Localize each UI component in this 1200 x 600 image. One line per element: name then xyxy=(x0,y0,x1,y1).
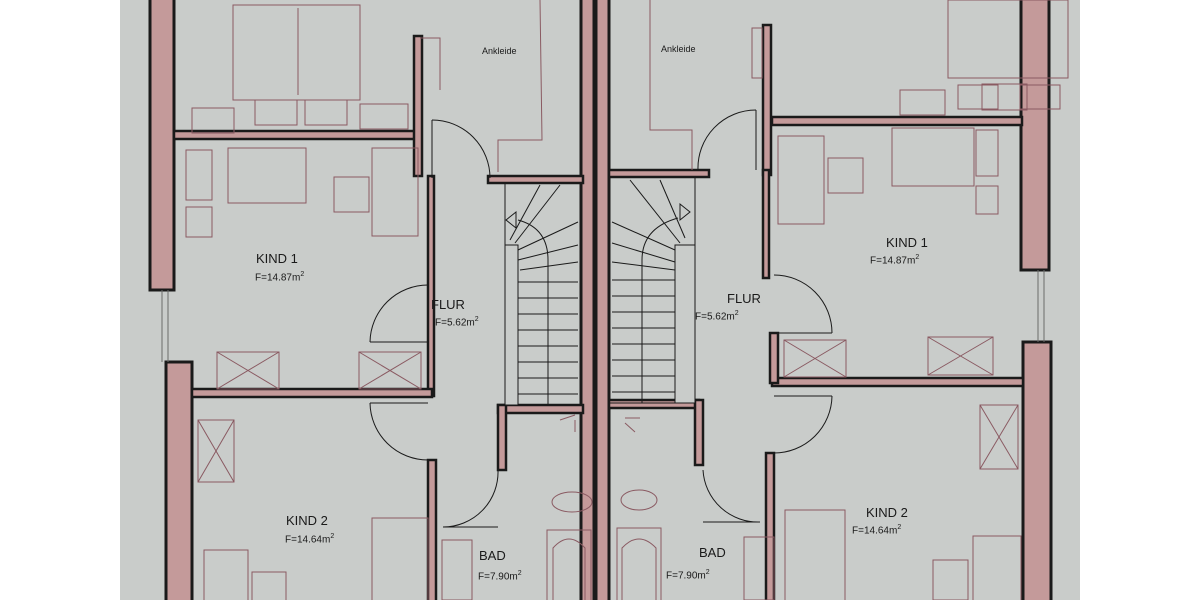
left-exterior-wall-upper xyxy=(148,0,176,292)
room-area-kind1-right: F=14.87m2 xyxy=(870,254,920,267)
room-label-flur-right: FLUR xyxy=(727,291,761,306)
room-area-kind1-left: F=14.87m2 xyxy=(255,271,305,284)
interior-walls xyxy=(172,23,1025,600)
room-label-kind1-left: KIND 1 xyxy=(256,251,298,266)
furniture xyxy=(185,0,1069,600)
right-exterior-wall-lower xyxy=(1021,340,1053,600)
right-exterior-wall-upper xyxy=(1019,0,1051,272)
room-area-bad-left: F=7.90m2 xyxy=(478,570,522,583)
room-area-kind2-right: F=14.64m2 xyxy=(852,524,902,537)
door-swings xyxy=(369,109,833,528)
windows xyxy=(161,270,1045,362)
room-area-flur-left: F=5.62m2 xyxy=(435,316,479,329)
room-label-bad-right: BAD xyxy=(699,545,726,560)
floor-plan: Ankleide KIND 1 F=14.87m2 FLUR F=5.62m2 … xyxy=(120,0,1080,600)
room-label-kind1-right: KIND 1 xyxy=(886,235,928,250)
room-label-ankleide-left: Ankleide xyxy=(482,46,517,56)
staircases xyxy=(504,176,696,406)
room-label-bad-left: BAD xyxy=(479,548,506,563)
room-label-flur-left: FLUR xyxy=(431,297,465,312)
room-area-kind2-left: F=14.64m2 xyxy=(285,533,335,546)
left-exterior-wall-lower xyxy=(164,360,194,600)
room-label-kind2-right: KIND 2 xyxy=(866,505,908,520)
floor-plan-drawing xyxy=(148,0,1069,600)
room-label-ankleide-right: Ankleide xyxy=(661,44,696,54)
room-label-kind2-left: KIND 2 xyxy=(286,513,328,528)
room-area-bad-right: F=7.90m2 xyxy=(666,569,710,582)
room-area-flur-right: F=5.62m2 xyxy=(695,310,739,323)
